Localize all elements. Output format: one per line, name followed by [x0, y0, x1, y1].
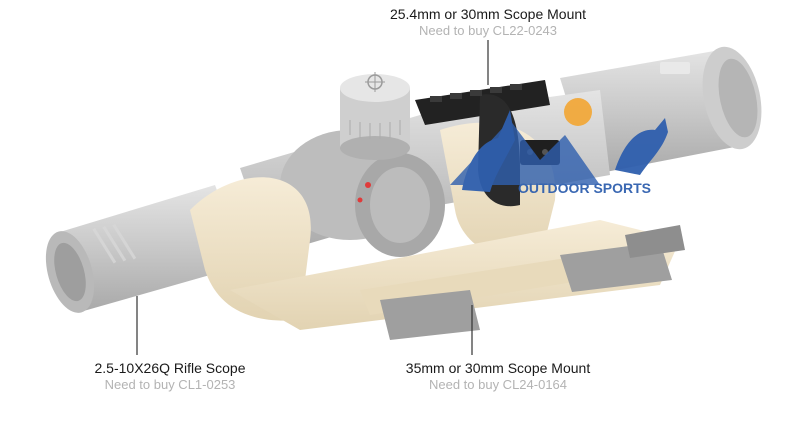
label-scope-mount-35mm: 35mm or 30mm Scope Mount Need to buy CL2…: [383, 360, 613, 393]
label-rifle-scope: 2.5-10X26Q Rifle Scope Need to buy CL1-0…: [50, 360, 290, 393]
elevation-turret: [340, 72, 410, 160]
label-buy-code: Need to buy CL1-0253: [104, 377, 236, 392]
watermark-text: OUTDOOR SPORTS: [518, 180, 651, 196]
label-buy-code: Need to buy CL22-0243: [418, 23, 558, 38]
label-title: 35mm or 30mm Scope Mount: [405, 360, 591, 376]
sun-icon: [564, 98, 592, 126]
leader-lines: [136, 40, 489, 355]
label-scope-mount-25mm: 25.4mm or 30mm Scope Mount Need to buy C…: [373, 6, 603, 39]
label-title: 2.5-10X26Q Rifle Scope: [94, 360, 246, 376]
outdoor-sports-logo: OUTDOOR SPORTS: [450, 98, 668, 196]
label-title: 25.4mm or 30mm Scope Mount: [389, 6, 587, 22]
mount-levers: [380, 225, 685, 340]
deer-icon: [615, 118, 668, 175]
label-buy-code: Need to buy CL24-0164: [428, 377, 568, 392]
hunter-icon: [462, 110, 515, 192]
